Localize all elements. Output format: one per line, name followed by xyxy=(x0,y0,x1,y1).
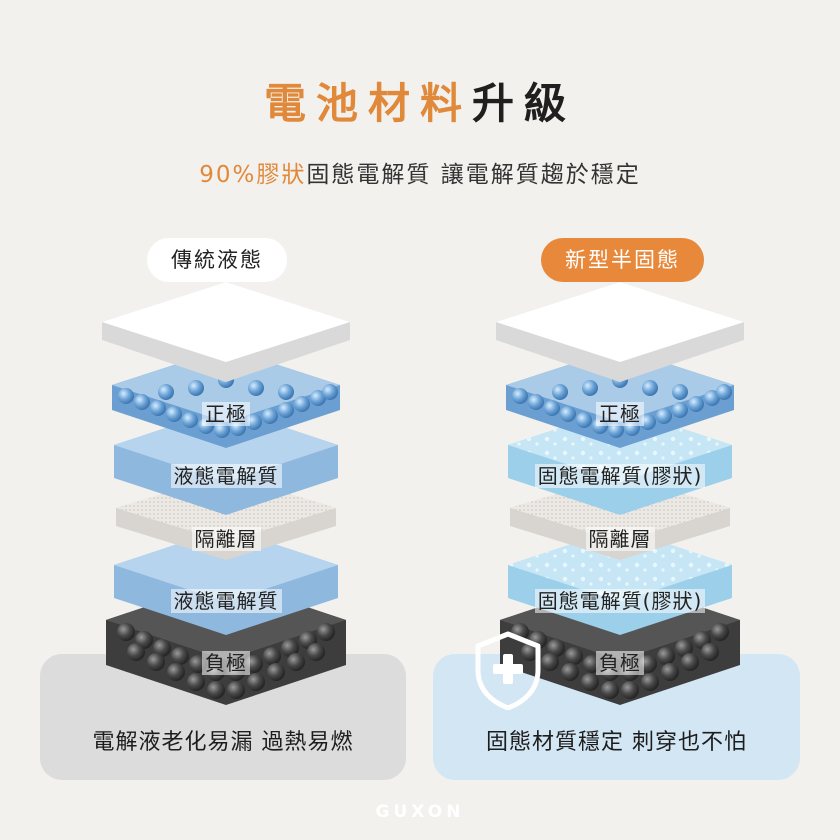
casing-top-right xyxy=(496,282,744,382)
battery-stack-illustration-left xyxy=(102,282,350,705)
title-rest: 升級 xyxy=(472,79,577,128)
battery-stack-traditional: 正極 液態電解質 隔離層 液態電解質 負極 xyxy=(76,280,376,710)
pill-semi-solid: 新型半固態 xyxy=(541,238,704,282)
layer-label-left-3: 液態電解質 xyxy=(76,585,376,614)
subtitle-rest: 固態電解質 讓電解質趨於穩定 xyxy=(306,162,641,188)
subtitle-accent: 90%膠狀 xyxy=(199,162,307,188)
page-title: 電池材料升級 xyxy=(0,70,840,131)
page-subtitle: 90%膠狀固態電解質 讓電解質趨於穩定 xyxy=(0,155,840,189)
layer-label-left-4: 負極 xyxy=(76,647,376,676)
layer-label-right-0: 正極 xyxy=(470,398,770,427)
layer-label-left-2: 隔離層 xyxy=(76,523,376,552)
battery-stack-semi-solid: 正極 固態電解質(膠狀) 隔離層 固態電解質(膠狀) 負極 xyxy=(470,280,770,710)
layer-label-right-3: 固態電解質(膠狀) xyxy=(470,585,770,614)
cathode-layer-left xyxy=(112,348,340,448)
layer-label-right-2: 隔離層 xyxy=(470,523,770,552)
cathode-layer-right xyxy=(506,348,734,448)
pill-traditional-liquid: 傳統液態 xyxy=(147,238,287,282)
layer-label-left-1: 液態電解質 xyxy=(76,460,376,489)
title-accent: 電池材料 xyxy=(263,79,472,128)
brand-logo: GUXON xyxy=(375,802,465,822)
layer-label-right-4: 負極 xyxy=(470,647,770,676)
casing-top-left xyxy=(102,282,350,382)
shield-plus-icon xyxy=(475,631,541,710)
electrolyte-layer-left-2 xyxy=(114,528,338,635)
layer-label-left-0: 正極 xyxy=(76,398,376,427)
left-panel-text: 電解液老化易漏 過熱易燃 xyxy=(92,730,354,755)
layer-label-right-1: 固態電解質(膠狀) xyxy=(470,460,770,489)
right-panel-text: 固態材質穩定 刺穿也不怕 xyxy=(486,730,747,755)
